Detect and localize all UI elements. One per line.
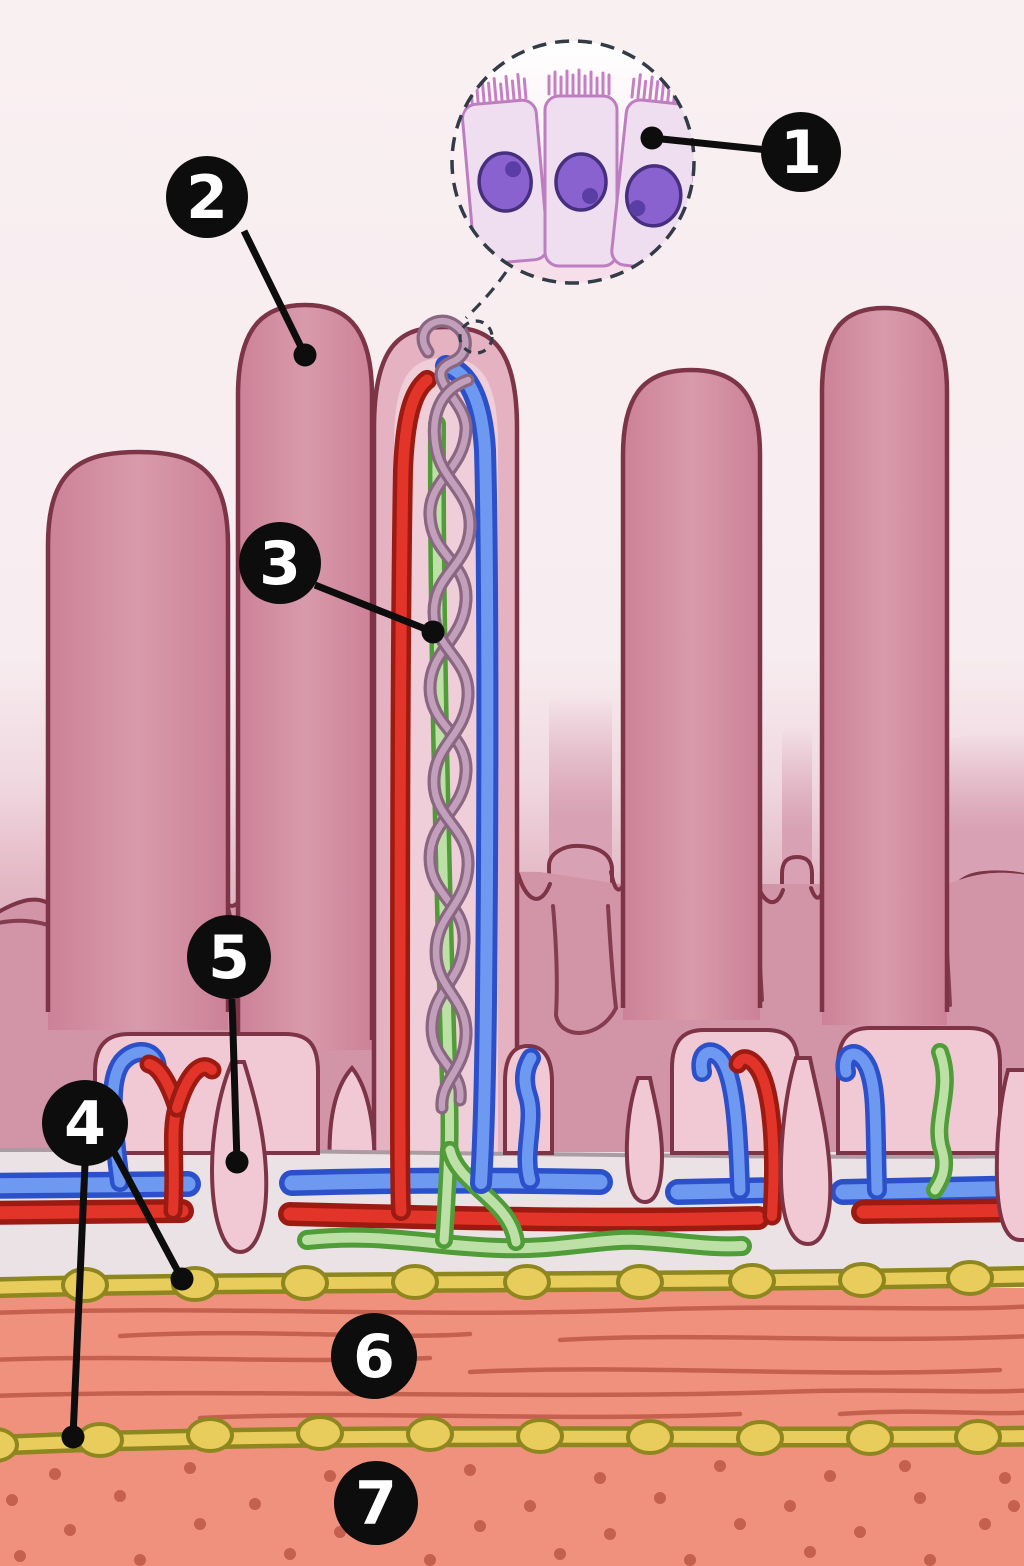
magnifier-dashed-circle [450,39,696,285]
callout-3-number: 3 [259,529,301,599]
callout-3-circle [239,522,321,604]
callout-7: 7 [334,1461,418,1545]
serosa-layer [0,1436,1024,1566]
callout-5: 5 [187,915,271,1174]
capillary-network [416,314,477,1115]
background-folds [547,695,1024,914]
callout-2: 2 [166,156,317,367]
nucleolus [582,188,598,204]
callout-5-number: 5 [208,923,250,993]
callout-2-pointer-dot [293,343,317,367]
bead-row-upper [61,1260,994,1303]
callout-3-pointer-dot [421,620,445,644]
serosa-speckles [6,1460,1020,1566]
callout-7-circle [334,1461,418,1545]
nucleus [554,152,608,212]
callout-6: 6 [331,1313,417,1399]
nucleolus [629,200,646,217]
villus-artery-red [390,370,437,1221]
villus-left [45,449,231,1030]
callout-1-pointer-dot [640,126,664,150]
callout-2-circle [166,156,248,238]
callout-4: 4 [42,1080,194,1449]
muscle-fiber-streaks [0,1304,1024,1421]
callout-4-number: 4 [64,1089,106,1159]
epithelial-cell-2 [543,68,619,268]
callout-4-pointer-dot-upper [170,1267,194,1291]
callout-5-circle [187,915,271,999]
magnifier-connector [464,271,508,320]
epithelial-cell-1 [461,72,550,266]
callout-7-number: 7 [355,1469,397,1539]
callouts: 1 2 3 4 5 6 [42,112,841,1545]
callout-4-pointer-dot-lower [61,1425,85,1449]
villus-fourth [620,367,763,1020]
callout-5-pointer-dot [225,1150,249,1174]
magnified-spot-circle [458,319,494,355]
bead-row-lower [0,1415,1002,1463]
callout-1-number: 1 [780,118,822,188]
villus-vein-blue [435,355,499,1194]
callout-1: 1 [640,112,841,192]
microvilli-icon [547,68,611,96]
crypt-vessels [102,1042,954,1226]
nucleolus [505,161,522,178]
villus-second [235,302,375,1050]
callout-3: 3 [239,522,445,644]
callout-6-circle [331,1313,417,1399]
villus-fifth [819,305,950,1025]
callout-2-number: 2 [186,163,228,233]
submucosa-lymph-green [297,1227,752,1259]
callout-4-circle [42,1080,128,1166]
callout-6-number: 6 [353,1322,395,1392]
callout-1-circle [761,112,841,192]
